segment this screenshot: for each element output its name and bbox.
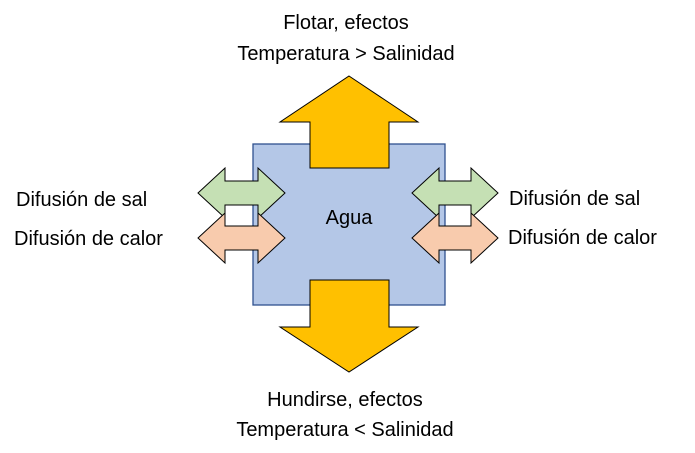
water-label: Agua: [326, 207, 374, 229]
left-salt-diffusion-arrow: [197, 166, 286, 220]
sink-down-arrow: [278, 279, 420, 373]
top-label-line2: Temperatura > Salinidad: [237, 43, 454, 65]
bottom-label-line1: Hundirse, efectos: [267, 389, 423, 411]
left-salt-label: Difusión de sal: [16, 189, 147, 211]
right-heat-label: Difusión de calor: [508, 227, 657, 249]
float-up-arrow: [278, 75, 420, 169]
right-salt-label: Difusión de sal: [509, 188, 640, 210]
left-heat-label: Difusión de calor: [14, 228, 163, 250]
left-heat-diffusion-arrow: [197, 211, 286, 265]
water-box: [252, 143, 446, 306]
right-salt-diffusion-arrow: [411, 166, 499, 220]
bottom-label-line2: Temperatura < Salinidad: [236, 419, 453, 441]
right-heat-diffusion-arrow: [411, 211, 499, 265]
top-label-line1: Flotar, efectos: [283, 12, 409, 34]
